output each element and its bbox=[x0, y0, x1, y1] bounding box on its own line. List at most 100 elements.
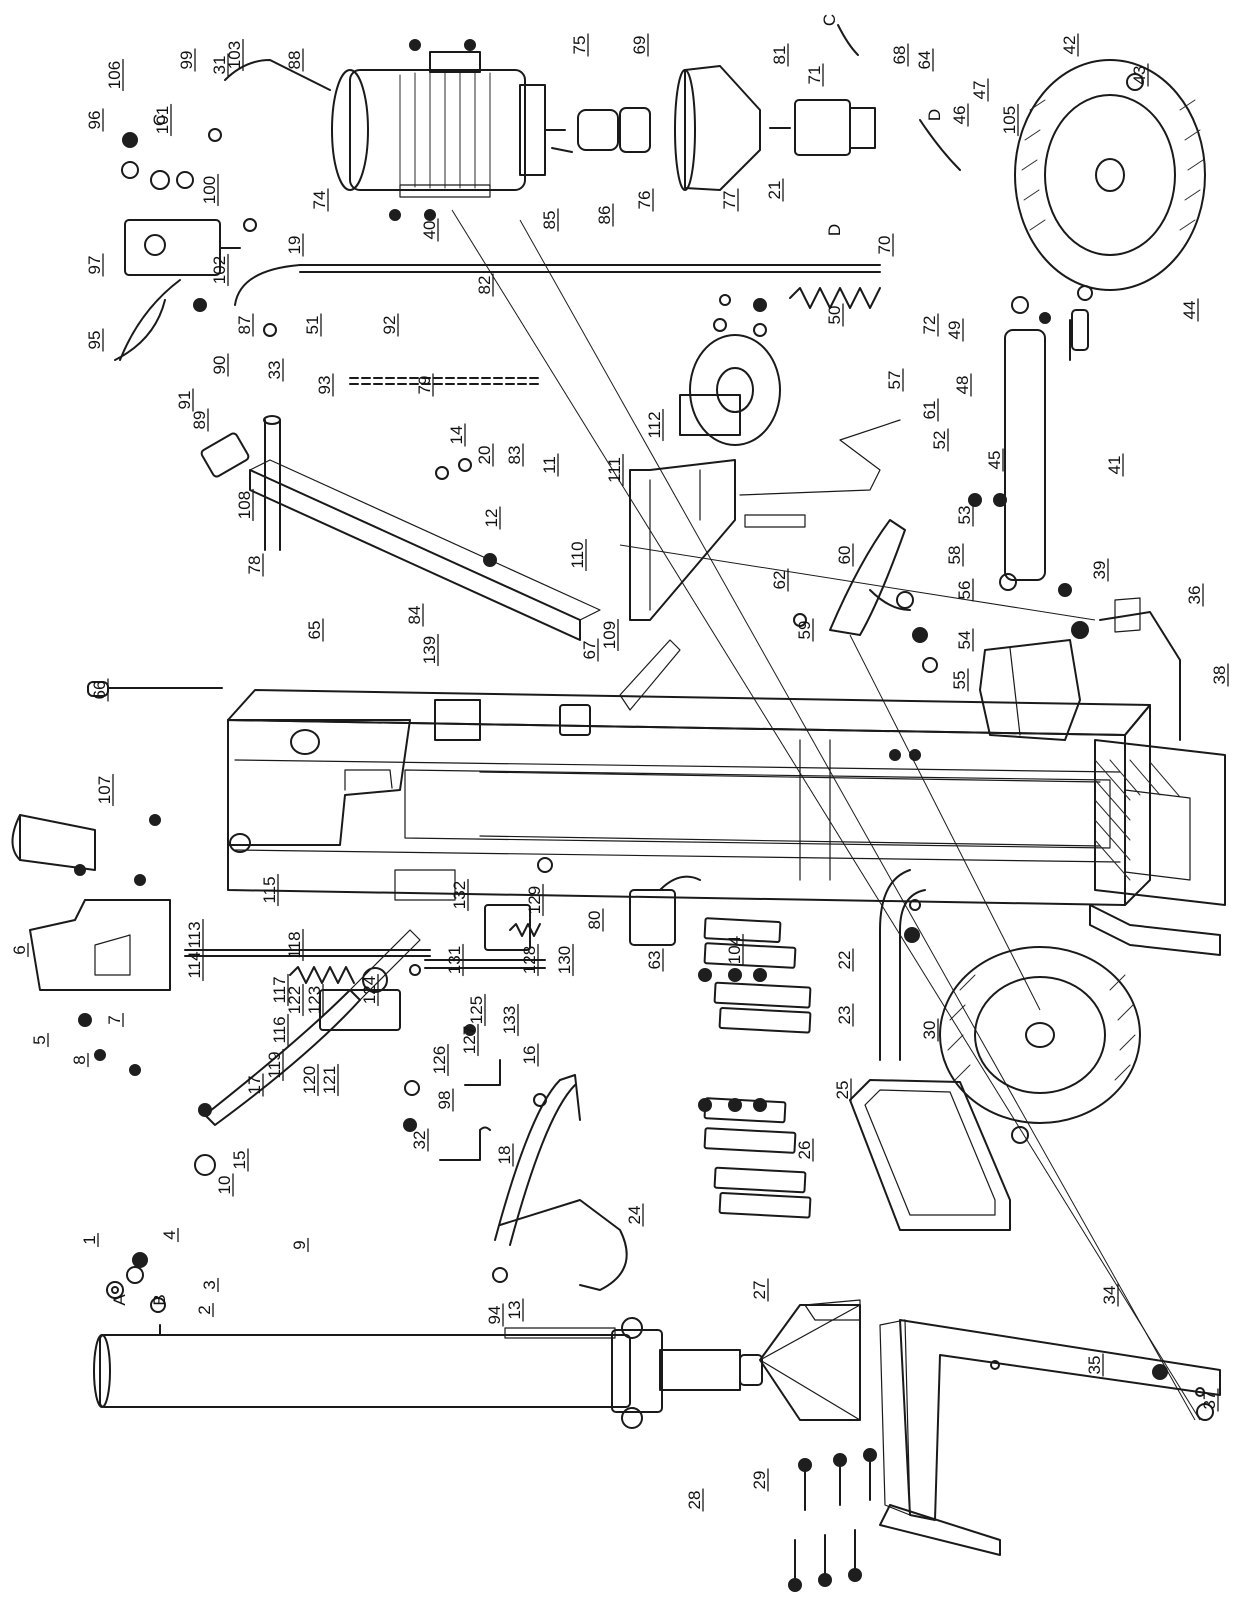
callout-number: 17 bbox=[245, 1076, 264, 1095]
pins-left bbox=[439, 1059, 501, 1161]
callout-number: 30 bbox=[920, 1021, 939, 1040]
callout-number: 22 bbox=[835, 951, 854, 970]
callout-number: 67 bbox=[580, 641, 599, 660]
slide-bracket bbox=[424, 904, 546, 969]
callout-56: 56 bbox=[955, 578, 974, 602]
bolts-bottom bbox=[788, 1448, 877, 1592]
motor-switch bbox=[629, 875, 701, 946]
callout-number: 57 bbox=[885, 371, 904, 390]
callout-117: 117 bbox=[270, 973, 289, 1007]
callout-106: 106 bbox=[105, 58, 124, 92]
callout-44: 44 bbox=[1180, 298, 1199, 322]
callout-number: 89 bbox=[190, 411, 209, 430]
callout-number: 26 bbox=[795, 1141, 814, 1160]
callout-number: 115 bbox=[260, 876, 279, 903]
callout-93: 93 bbox=[315, 373, 334, 397]
callout-number: 124 bbox=[360, 976, 379, 1004]
callout-number: 70 bbox=[875, 236, 894, 255]
callout-number: 65 bbox=[305, 621, 324, 640]
callout-127: 127 bbox=[460, 1023, 479, 1057]
callout-number: 87 bbox=[235, 316, 254, 335]
callout-66: 66 bbox=[90, 678, 109, 702]
callout-number: 108 bbox=[235, 491, 254, 519]
callout-123: 123 bbox=[305, 983, 324, 1017]
callout-98: 98 bbox=[435, 1088, 454, 1112]
callout-number: 91 bbox=[175, 391, 194, 410]
callout-68: 68 bbox=[890, 43, 909, 67]
callout-49: 49 bbox=[945, 318, 964, 342]
callout-number: 51 bbox=[303, 316, 322, 335]
callout-43: 43 bbox=[1130, 63, 1149, 87]
callout-48: 48 bbox=[953, 373, 972, 397]
callout-14: 14 bbox=[447, 423, 466, 447]
callout-number: 37 bbox=[1200, 1391, 1219, 1410]
callout-number: 33 bbox=[265, 361, 284, 380]
callout-121: 121 bbox=[320, 1063, 339, 1097]
callout-109: 109 bbox=[600, 618, 619, 652]
callout-number: 16 bbox=[520, 1046, 539, 1065]
callout-51: 51 bbox=[303, 313, 322, 337]
callout-59: 59 bbox=[795, 618, 814, 642]
callout-8: 8 bbox=[70, 1052, 89, 1068]
callout-number: 64 bbox=[915, 51, 934, 70]
callout-130: 130 bbox=[555, 943, 574, 977]
callout-number: 68 bbox=[890, 46, 909, 65]
callout-number: 18 bbox=[495, 1146, 514, 1165]
callout-128: 128 bbox=[520, 943, 539, 977]
callout-number: 50 bbox=[825, 306, 844, 325]
callout-number: 128 bbox=[520, 946, 539, 974]
callout-number: 106 bbox=[105, 61, 124, 89]
callout-number: 125 bbox=[467, 996, 486, 1024]
callout-5: 5 bbox=[30, 1032, 49, 1048]
callout-number: 23 bbox=[835, 1006, 854, 1025]
callout-19: 19 bbox=[285, 233, 304, 257]
callout-81: 81 bbox=[770, 43, 789, 67]
callout-34: 34 bbox=[1100, 1283, 1119, 1307]
callout-83: 83 bbox=[505, 443, 524, 467]
hydraulic-pump bbox=[769, 99, 876, 156]
callout-10: 10 bbox=[215, 1173, 234, 1197]
callout-number: 129 bbox=[525, 886, 544, 914]
callout-number: 12 bbox=[482, 509, 501, 528]
wheel-upper bbox=[1014, 59, 1206, 291]
callout-29: 29 bbox=[750, 1468, 769, 1492]
callout-number: 95 bbox=[85, 331, 104, 350]
callout-number: 82 bbox=[475, 276, 494, 295]
callout-120: 120 bbox=[300, 1063, 319, 1097]
callout-number: 123 bbox=[305, 986, 324, 1014]
callout-62: 62 bbox=[770, 568, 789, 592]
callout-4: 4 bbox=[160, 1227, 179, 1243]
callout-67: 67 bbox=[580, 638, 599, 662]
callout-number: 111 bbox=[605, 457, 624, 483]
callout-number: 14 bbox=[447, 426, 466, 445]
callout-number: 39 bbox=[1090, 561, 1109, 580]
linkage-rod bbox=[184, 949, 431, 957]
callout-number: 99 bbox=[177, 51, 196, 70]
callout-number: 113 bbox=[185, 921, 204, 948]
callout-number: 62 bbox=[770, 571, 789, 590]
callout-number: 121 bbox=[320, 1066, 339, 1094]
callout-12: 12 bbox=[482, 506, 501, 530]
callout-number: 76 bbox=[635, 191, 654, 210]
callout-number: 44 bbox=[1180, 301, 1199, 320]
callout-6: 6 bbox=[10, 942, 29, 958]
callout-41: 41 bbox=[1105, 453, 1124, 477]
callout-107: 107 bbox=[95, 773, 114, 807]
callout-number: 54 bbox=[955, 631, 974, 650]
callout-71: 71 bbox=[805, 63, 824, 87]
guard-bracket bbox=[11, 814, 96, 871]
callout-100: 100 bbox=[200, 173, 219, 207]
callout-number: 79 bbox=[415, 376, 434, 395]
callout-45: 45 bbox=[985, 448, 1004, 472]
callout-132: 132 bbox=[450, 878, 469, 912]
callout-11: 11 bbox=[540, 453, 559, 477]
callout-number: 71 bbox=[805, 66, 824, 85]
callout-number: 35 bbox=[1085, 1356, 1104, 1375]
callout-105: 105 bbox=[1000, 103, 1019, 137]
callout-60: 60 bbox=[835, 543, 854, 567]
callout-28: 28 bbox=[685, 1488, 704, 1512]
callout-133: 133 bbox=[500, 1003, 519, 1037]
hoses-top bbox=[114, 24, 961, 361]
log-lift-arm bbox=[739, 419, 911, 636]
